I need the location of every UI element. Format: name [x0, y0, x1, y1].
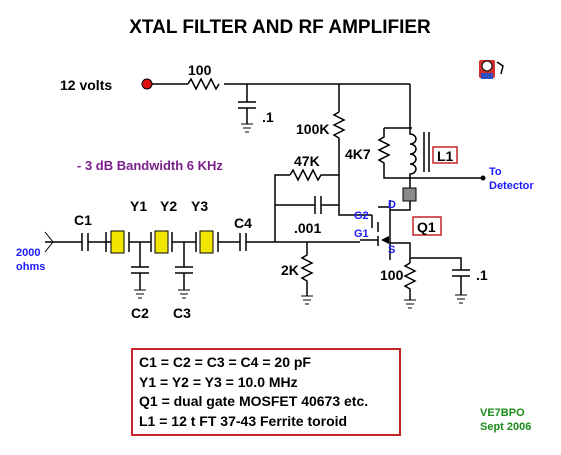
q1-label: Q1: [417, 219, 436, 235]
c4-label: C4: [234, 215, 252, 231]
resistor-2k: [300, 242, 314, 296]
feedback-wire-left: [274, 174, 290, 205]
pin-s-label: S: [388, 244, 395, 256]
output-label-line2: Detector: [489, 180, 534, 192]
pin-g1-label: G1: [354, 228, 369, 240]
date-label: Sept 2006: [480, 421, 531, 433]
y1-label: Y1: [130, 198, 147, 214]
supply-resistor-label: 100: [188, 62, 212, 78]
supply-terminal: [141, 78, 153, 90]
output-label-line1: To: [489, 166, 502, 178]
l1-label-box: [432, 146, 458, 164]
r100k-label: 100K: [296, 121, 329, 137]
resistor-4k7: [377, 128, 410, 179]
crystal-y3: [199, 230, 214, 254]
ground-icon: [241, 123, 253, 133]
note-mosfet: Q1 = dual gate MOSFET 40673 etc.: [139, 393, 369, 409]
y3-label: Y3: [191, 198, 208, 214]
resistor-100k: [332, 111, 372, 216]
author-logo-icon: [479, 60, 504, 79]
supply-label: 12 volts: [60, 77, 112, 93]
c2-label: C2: [131, 305, 149, 321]
inductor-core: [423, 132, 430, 172]
ground-icon: [404, 299, 416, 309]
capacitor-c3: [175, 242, 193, 290]
q1-label-box: [412, 216, 442, 236]
c001-label: .001: [294, 220, 321, 236]
ground-icon: [134, 289, 146, 299]
ferrite-bead-icon: [402, 187, 417, 202]
inductor-l1: [409, 128, 417, 178]
crystal-y1: [110, 230, 125, 254]
capacitor-c4: [239, 233, 360, 251]
note-capacitors: C1 = C2 = C3 = C4 = 20 pF: [139, 354, 311, 370]
capacitor-source-bypass: [410, 257, 470, 295]
l1-label: L1: [437, 148, 454, 164]
c3-label: C3: [173, 305, 191, 321]
r2k-label: 2K: [281, 262, 299, 278]
supply-decoupling-capacitor: [238, 84, 256, 124]
bandwidth-label: - 3 dB Bandwidth 6 KHz: [77, 158, 223, 173]
title: XTAL FILTER AND RF AMPLIFIER: [129, 17, 431, 38]
input-terminal-icon: [44, 231, 54, 253]
resistor-47k: [289, 168, 339, 182]
pin-d-label: D: [388, 199, 396, 211]
c-source-label: .1: [476, 267, 488, 283]
mosfet-q1: [360, 200, 411, 263]
c1-label: C1: [74, 212, 92, 228]
drain-wire: [390, 178, 411, 211]
r4k7-label: 4K7: [345, 146, 371, 162]
r-source-label: 100: [380, 267, 404, 283]
capacitor-c1: [81, 233, 112, 251]
crystal-y2: [154, 230, 169, 254]
y2-label: Y2: [160, 198, 177, 214]
ground-icon: [301, 295, 313, 305]
r47k-label: 47K: [294, 153, 320, 169]
ground-icon: [455, 294, 467, 304]
resistor-source: [403, 262, 417, 300]
capacitor-c2: [131, 242, 149, 290]
pin-g2-label: G2: [354, 210, 369, 222]
note-crystals: Y1 = Y2 = Y3 = 10.0 MHz: [139, 373, 298, 390]
input-label-line1: 2000: [16, 247, 40, 259]
capacitor-001: [275, 196, 339, 214]
supply-cap-label: .1: [262, 109, 274, 125]
output-terminal: [480, 175, 486, 181]
note-inductor: L1 = 12 t FT 37-43 Ferrite toroid: [139, 412, 348, 429]
author-label: VE7BPO: [480, 407, 525, 419]
ground-icon: [178, 289, 190, 299]
component-notes-box: C1 = C2 = C3 = C4 = 20 pF Y1 = Y2 = Y3 =…: [131, 348, 401, 436]
input-label-line2: ohms: [16, 261, 45, 273]
supply-resistor: [187, 77, 220, 91]
